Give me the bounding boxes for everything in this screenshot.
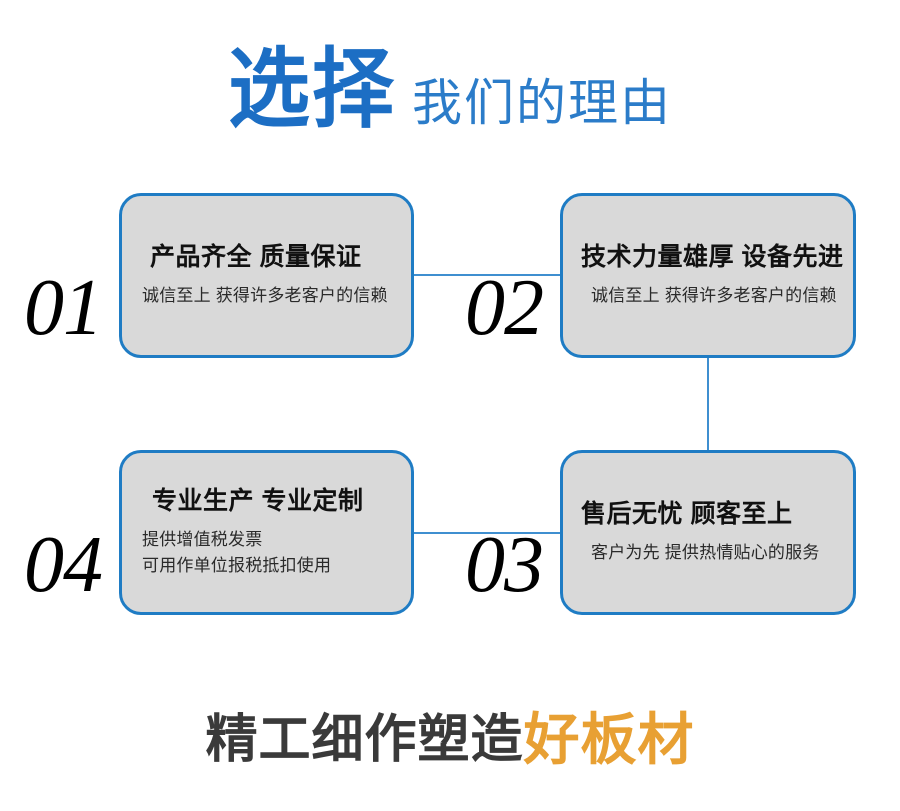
feature-card-03-content: 售后无忧 顾客至上 客户为先 提供热情贴心的服务 [563,453,853,612]
step-number-03: 03 [465,521,544,609]
footer-tagline: 精工细作塑造 好板材 [0,700,900,780]
feature-card-01-content: 产品齐全 质量保证 诚信至上 获得许多老客户的信赖 [122,196,411,355]
feature-card-04-content: 专业生产 专业定制 提供增值税发票可用作单位报税抵扣使用 [122,453,411,612]
step-number-04: 04 [24,521,103,609]
footer-tagline-main: 精工细作塑造 [205,711,524,769]
feature-card-02: 技术力量雄厚 设备先进 诚信至上 获得许多老客户的信赖 [560,193,856,358]
step-number-01: 01 [24,264,103,352]
feature-card-01-heading: 产品齐全 质量保证 [150,242,362,271]
feature-card-01: 产品齐全 质量保证 诚信至上 获得许多老客户的信赖 [119,193,414,358]
page-title-strong: 选择 [227,41,396,139]
page-title: 选择 我们的理由 [0,47,900,162]
footer-tagline-accent: 好板材 [523,708,695,771]
feature-card-03-body: 客户为先 提供热情贴心的服务 [591,543,820,562]
feature-card-03: 售后无忧 顾客至上 客户为先 提供热情贴心的服务 [560,450,856,615]
connector-line-02-03 [707,357,709,466]
connector-line-01-02 [414,274,560,276]
connector-line-04-03 [414,532,560,534]
feature-card-02-body: 诚信至上 获得许多老客户的信赖 [591,286,837,305]
feature-card-02-heading: 技术力量雄厚 设备先进 [581,242,844,271]
feature-card-04-heading: 专业生产 专业定制 [152,486,364,515]
feature-card-01-body: 诚信至上 获得许多老客户的信赖 [142,286,388,305]
page-title-light: 我们的理由 [412,75,672,131]
step-number-02: 02 [465,264,544,352]
feature-card-04-body: 提供增值税发票可用作单位报税抵扣使用 [142,530,332,575]
feature-card-04: 专业生产 专业定制 提供增值税发票可用作单位报税抵扣使用 [119,450,414,615]
feature-card-02-content: 技术力量雄厚 设备先进 诚信至上 获得许多老客户的信赖 [563,196,853,355]
feature-card-03-heading: 售后无忧 顾客至上 [581,499,793,528]
